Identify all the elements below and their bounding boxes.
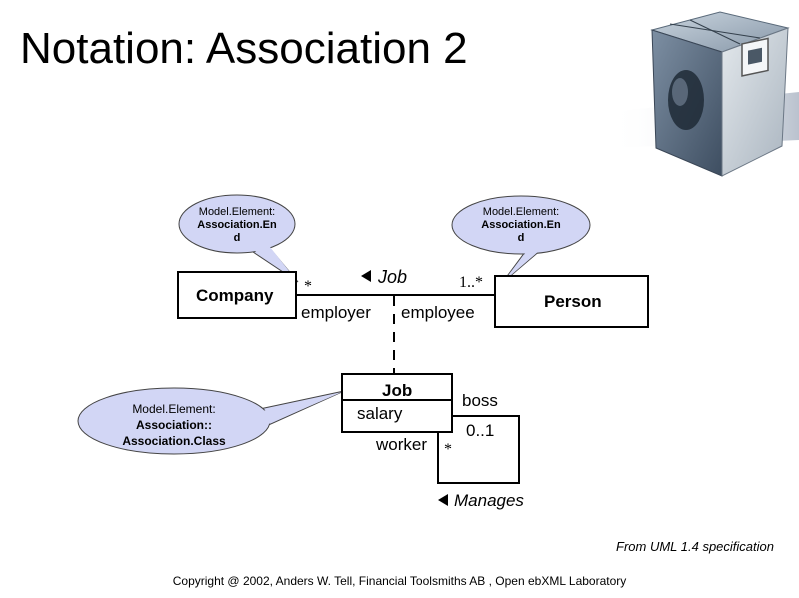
boss-role-label: boss [462, 391, 498, 410]
copyright-footer: Copyright @ 2002, Anders W. Tell, Financ… [172, 574, 627, 588]
worker-role-label: worker [376, 435, 428, 454]
person-multiplicity: 1..* [459, 274, 483, 291]
source-caption: From UML 1.4 specification [616, 539, 774, 554]
callout-left-line2: Association.En [197, 219, 277, 231]
callout-class-line3: Association.Class [122, 434, 226, 448]
callout-right-line3: d [517, 232, 525, 244]
page-title: Notation: Association 2 [20, 24, 468, 73]
employee-role-label: employee [401, 303, 475, 322]
person-class-box [494, 275, 649, 328]
boss-multiplicity: 0..1 [466, 421, 495, 440]
person-class-name: Person [544, 292, 602, 311]
callout-left-line3: d [233, 232, 241, 244]
association-name: Job [378, 267, 408, 287]
worker-multiplicity: * [444, 441, 452, 458]
callout-left-line1: Model.Element: [198, 206, 276, 218]
manages-self-association [437, 415, 520, 484]
salary-attribute: salary [357, 404, 403, 423]
callout-right-line2: Association.En [481, 219, 561, 231]
company-class-box [177, 271, 297, 319]
callout-class-line2: Association:: [135, 418, 212, 432]
cube-logo-graphic [610, 11, 799, 177]
company-multiplicity: * [304, 278, 312, 295]
company-class-name: Company [196, 286, 274, 305]
callout-association-end-left [178, 194, 299, 283]
callout-association-end-left-text: Model.Element: Association.En d [180, 206, 294, 245]
employer-role-label: employer [301, 303, 371, 322]
callout-association-class [77, 387, 345, 455]
job-direction-arrow-icon [361, 270, 371, 282]
callout-association-end-right [451, 195, 591, 284]
job-class-box [341, 373, 453, 433]
manages-direction-arrow-icon [438, 494, 448, 506]
callout-right-line1: Model.Element: [482, 206, 560, 218]
callout-class-line1: Model.Element: [132, 402, 216, 416]
manages-association-name: Manages [454, 491, 524, 510]
callout-association-class-text: Model.Element: Association:: Association… [96, 401, 252, 449]
job-class-name: Job [382, 381, 413, 400]
callout-association-end-right-text: Model.Element: Association.En d [460, 206, 582, 245]
